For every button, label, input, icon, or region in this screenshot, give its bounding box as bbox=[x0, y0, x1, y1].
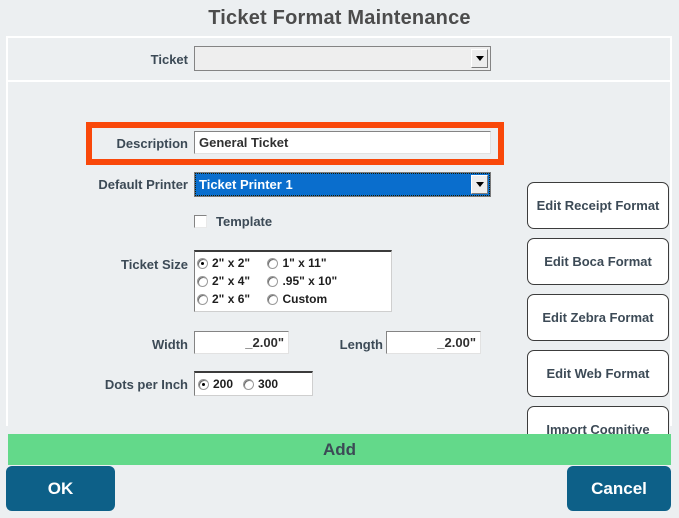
ticket-size-option-label: 1" x 11" bbox=[282, 256, 327, 270]
ticket-size-group: 2" x 2" 2" x 4" 2" x 6" 1" x 11" bbox=[194, 250, 392, 312]
description-label: Description bbox=[116, 136, 188, 151]
radio-icon[interactable] bbox=[197, 275, 208, 287]
chevron-down-icon bbox=[475, 56, 484, 61]
ticket-size-option-label: 2" x 6" bbox=[212, 292, 251, 306]
ticket-label: Ticket bbox=[150, 52, 188, 67]
ticket-size-label: Ticket Size bbox=[121, 257, 188, 272]
radio-icon[interactable] bbox=[243, 378, 255, 390]
edit-zebra-format-button[interactable]: Edit Zebra Format bbox=[527, 294, 669, 341]
ticket-size-option[interactable]: 1" x 11" bbox=[267, 254, 337, 272]
form-panel: Ticket Description General Ticket Defaul… bbox=[6, 36, 672, 453]
ticket-size-option[interactable]: 2" x 6" bbox=[197, 290, 263, 308]
ticket-size-option[interactable]: 2" x 2" bbox=[197, 254, 263, 272]
ticket-select-value bbox=[195, 47, 471, 70]
template-label: Template bbox=[216, 214, 273, 229]
radio-icon[interactable] bbox=[198, 378, 209, 390]
ticket-size-option[interactable]: .95" x 10" bbox=[267, 272, 337, 290]
title-bar: Ticket Format Maintenance bbox=[0, 0, 679, 36]
ticket-size-option-label: 2" x 2" bbox=[212, 256, 251, 270]
ticket-size-option-label: Custom bbox=[282, 292, 328, 306]
description-row bbox=[8, 82, 670, 129]
edit-receipt-format-button[interactable]: Edit Receipt Format bbox=[527, 182, 669, 229]
ticket-size-column-1: 2" x 2" 2" x 4" 2" x 6" bbox=[197, 254, 263, 308]
radio-icon[interactable] bbox=[267, 275, 279, 287]
template-checkbox-group[interactable]: Template bbox=[194, 214, 272, 229]
radio-icon[interactable] bbox=[267, 293, 279, 305]
default-printer-value: Ticket Printer 1 bbox=[199, 177, 293, 192]
radio-icon[interactable] bbox=[267, 257, 279, 269]
dots-per-inch-option[interactable]: 300 bbox=[243, 375, 278, 393]
dots-per-inch-option-label: 300 bbox=[258, 377, 279, 391]
ticket-size-option-label: .95" x 10" bbox=[282, 274, 338, 288]
radio-icon[interactable] bbox=[197, 293, 208, 305]
cancel-button[interactable]: Cancel bbox=[567, 466, 671, 511]
ok-button[interactable]: OK bbox=[6, 466, 115, 511]
ticket-size-option[interactable]: Custom bbox=[267, 290, 337, 308]
dots-per-inch-label: Dots per Inch bbox=[104, 377, 188, 392]
dots-per-inch-group: 200 300 bbox=[194, 371, 313, 396]
description-input[interactable]: General Ticket bbox=[194, 131, 491, 154]
ticket-size-column-2: 1" x 11" .95" x 10" Custom bbox=[267, 254, 337, 308]
format-actions-panel: Edit Receipt Format Edit Boca Format Edi… bbox=[527, 182, 669, 462]
ticket-select-arrow-button[interactable] bbox=[471, 49, 488, 68]
length-input[interactable]: _2.00" bbox=[386, 331, 481, 354]
default-printer-arrow-button[interactable] bbox=[471, 175, 488, 194]
ticket-row bbox=[8, 38, 670, 82]
dots-per-inch-option[interactable]: 200 bbox=[198, 375, 233, 393]
edit-boca-format-button[interactable]: Edit Boca Format bbox=[527, 238, 669, 285]
width-input[interactable]: _2.00" bbox=[194, 331, 289, 354]
default-printer-select[interactable]: Ticket Printer 1 bbox=[194, 172, 491, 197]
default-printer-label: Default Printer bbox=[98, 177, 188, 192]
radio-icon[interactable] bbox=[197, 257, 208, 269]
dots-per-inch-option-label: 200 bbox=[213, 377, 234, 391]
ticket-size-option[interactable]: 2" x 4" bbox=[197, 272, 263, 290]
chevron-down-icon bbox=[475, 182, 484, 187]
page-title: Ticket Format Maintenance bbox=[208, 6, 471, 29]
ticket-select[interactable] bbox=[194, 46, 491, 71]
ticket-size-option-label: 2" x 4" bbox=[212, 274, 251, 288]
template-checkbox[interactable] bbox=[194, 215, 207, 228]
width-label: Width bbox=[152, 337, 188, 352]
edit-web-format-button[interactable]: Edit Web Format bbox=[527, 350, 669, 397]
add-button[interactable]: Add bbox=[8, 434, 671, 465]
length-label: Length bbox=[339, 337, 383, 352]
